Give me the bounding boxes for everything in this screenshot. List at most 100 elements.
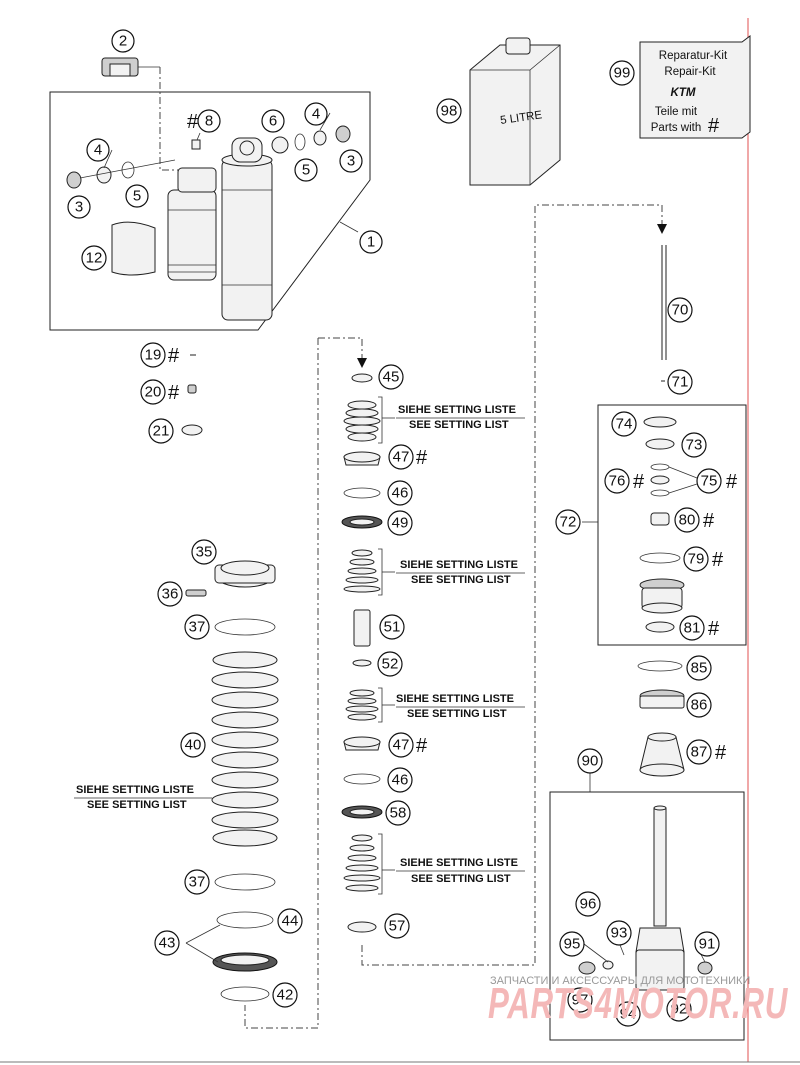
callout-5-left: 5 (125, 184, 149, 208)
hash-75: # (726, 471, 738, 493)
svg-text:6: 6 (269, 113, 277, 130)
part-75-oring-top (650, 463, 670, 471)
right-column (549, 245, 747, 1041)
part-5-oring-right (294, 133, 306, 151)
shim-stack-1 (343, 400, 381, 442)
part-44-ring (216, 911, 274, 929)
callout-90: 90 (577, 748, 603, 774)
callout-3-right: 3 (339, 149, 363, 173)
callout-80: 80 (674, 507, 700, 533)
svg-text:40: 40 (185, 737, 202, 754)
setting-note-4-en: SEE SETTING LIST (411, 873, 511, 885)
callout-45: 45 (378, 364, 404, 390)
part-76-seal (650, 475, 670, 485)
svg-text:99: 99 (614, 65, 631, 82)
setting-note-1-de: SIEHE SETTING LISTE (398, 404, 516, 416)
callout-98: 98 (436, 98, 462, 124)
callout-6: 6 (261, 109, 285, 133)
callout-35: 35 (191, 539, 217, 565)
svg-text:44: 44 (282, 913, 299, 930)
hash-20: # (168, 382, 180, 404)
assembly-frame (49, 91, 371, 331)
callout-47-bottom: 47 (388, 732, 414, 758)
callout-5-right: 5 (294, 158, 318, 182)
hash-76: # (633, 471, 645, 493)
callout-73: 73 (681, 432, 707, 458)
svg-text:42: 42 (277, 987, 294, 1004)
part-75-oring-bottom (650, 489, 670, 497)
part-46-oring (343, 487, 381, 499)
callout-91: 91 (694, 931, 720, 957)
shock-body (221, 137, 273, 321)
svg-text:43: 43 (159, 935, 176, 952)
setting-note-3-en: SEE SETTING LIST (407, 708, 507, 720)
callout-99: 99 (609, 60, 635, 86)
svg-text:86: 86 (691, 697, 708, 714)
watermark-big: PARTS4MOTOR.RU (488, 979, 788, 1028)
svg-text:51: 51 (384, 619, 401, 636)
reservoir (167, 167, 217, 281)
svg-text:5: 5 (302, 162, 310, 179)
hash-80: # (703, 510, 715, 532)
part-91-nut (697, 961, 713, 975)
damper-stack (244, 204, 667, 1029)
svg-text:91: 91 (699, 936, 716, 953)
part-95-nut (578, 961, 596, 975)
part-45-washer (351, 373, 373, 383)
callout-4-left: 4 (86, 138, 110, 162)
callout-96: 96 (575, 891, 601, 917)
part-42-clip (220, 986, 270, 1002)
spring-group (185, 560, 279, 1002)
svg-text:1: 1 (367, 234, 375, 251)
callout-51: 51 (379, 614, 405, 640)
repair-kit-hash: # (708, 115, 720, 137)
svg-text:47: 47 (393, 737, 410, 754)
part-40-spring (211, 651, 279, 847)
hash-79: # (712, 549, 724, 571)
watermark-small: ЗАПЧАСТИ И АКСЕССУАРЫ ДЛЯ МОТОТЕХНИКИ (490, 975, 750, 987)
svg-text:90: 90 (582, 753, 599, 770)
hash-47-top: # (416, 447, 428, 469)
callout-20: 20 (140, 379, 166, 405)
svg-text:85: 85 (691, 660, 708, 677)
setting-note-1-en: SEE SETTING LIST (409, 419, 509, 431)
svg-text:36: 36 (162, 586, 179, 603)
svg-text:5: 5 (133, 188, 141, 205)
svg-text:20: 20 (145, 384, 162, 401)
part-74-cap (643, 416, 677, 428)
setting-note-2-de: SIEHE SETTING LISTE (400, 559, 518, 571)
svg-text:2: 2 (119, 33, 127, 50)
watermark: ЗАПЧАСТИ И АКСЕССУАРЫ ДЛЯ МОТОТЕХНИКИ PA… (488, 975, 788, 1028)
callout-46-bottom: 46 (387, 767, 413, 793)
part-90-piston-rod (635, 805, 685, 1005)
callout-74: 74 (611, 411, 637, 437)
svg-text:94: 94 (620, 1006, 637, 1023)
callout-57: 57 (384, 913, 410, 939)
callout-42: 42 (272, 982, 298, 1008)
callout-49: 49 (387, 510, 413, 536)
part-3-bushing-left (66, 171, 82, 189)
svg-text:87: 87 (691, 744, 708, 761)
svg-text:72: 72 (560, 514, 577, 531)
svg-text:37: 37 (189, 874, 206, 891)
part-90-frame (549, 791, 745, 1041)
callout-92: 92 (666, 996, 692, 1022)
svg-text:76: 76 (609, 473, 626, 490)
setting-notes: SIEHE SETTING LISTE SEE SETTING LIST SIE… (74, 404, 525, 885)
callout-8: 8 (197, 109, 221, 133)
setting-note-spring-de: SIEHE SETTING LISTE (76, 784, 194, 796)
repair-kit-brand: KTM (671, 87, 696, 99)
shim-stack-2 (343, 549, 381, 593)
svg-text:4: 4 (94, 142, 102, 159)
hash-81: # (708, 618, 720, 640)
hash-8: # (187, 111, 199, 133)
callout-95: 95 (559, 931, 585, 957)
svg-text:96: 96 (580, 896, 597, 913)
part-46-oring-2 (343, 773, 381, 785)
svg-text:95: 95 (564, 936, 581, 953)
part-37-plate-top (214, 618, 276, 636)
callout-94: 94 (615, 1001, 641, 1027)
oil-can: 5 LITRE (469, 37, 561, 186)
repair-kit-line1: Reparatur-Kit (659, 50, 728, 62)
